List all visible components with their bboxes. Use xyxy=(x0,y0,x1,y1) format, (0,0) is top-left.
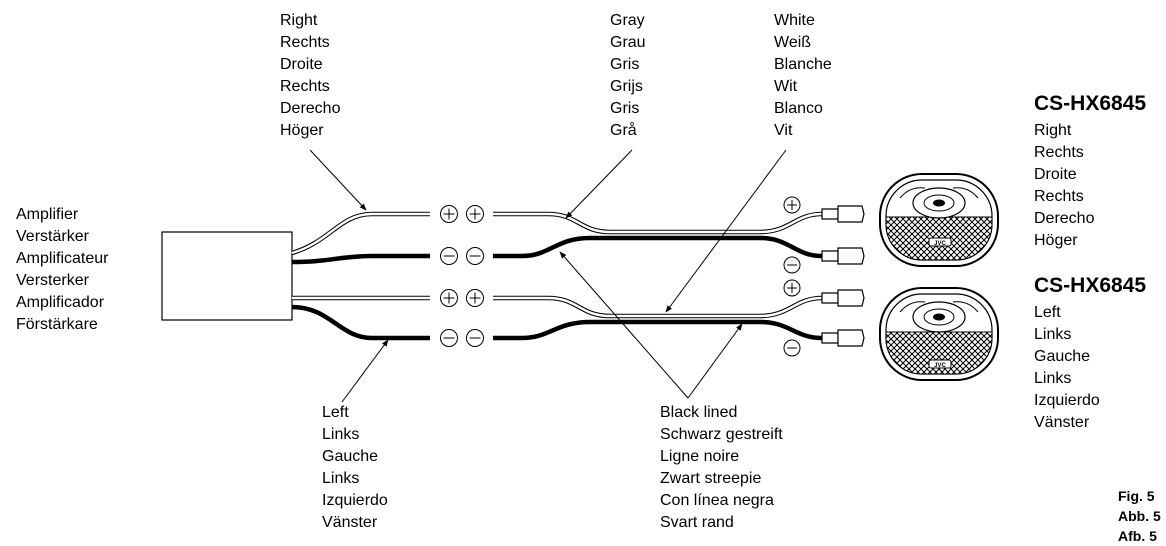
black-lined-callout-line-2 xyxy=(687,323,743,399)
speaker-left-label: Left Links Gauche Links Izquierdo Vänste… xyxy=(1034,304,1100,431)
figure-number: Fig. 5 Abb. 5 Afb. 5 xyxy=(1118,488,1161,544)
spade-connectors xyxy=(821,205,865,347)
speaker-right-model: CS-HX6845 xyxy=(1034,92,1147,115)
polarity-symbols xyxy=(440,205,484,347)
right-channel-label: Right Rechts Droite Rechts Derecho Höger xyxy=(280,12,341,139)
right-callout-line xyxy=(309,149,367,211)
speaker-right-brand-badge: JVC xyxy=(934,241,946,247)
gray-callout-line xyxy=(565,149,633,219)
speaker-right-label: Right Rechts Droite Rechts Derecho Höger xyxy=(1034,122,1095,249)
black-lined-callout-line-1 xyxy=(559,251,689,399)
left-callout-line xyxy=(341,339,389,403)
left-channel-label: Left Links Gauche Links Izquierdo Vänste… xyxy=(322,404,388,531)
speaker-left-model: CS-HX6845 xyxy=(1034,274,1147,297)
callout-leaders xyxy=(309,149,787,403)
black-lined-wire-label: Black lined Schwarz gestreift Ligne noir… xyxy=(660,404,783,531)
amplifier-label: Amplifier Verstärker Amplificateur Verst… xyxy=(16,206,109,333)
gray-wire-label: Gray Grau Gris Grijs Gris Grå xyxy=(610,12,646,139)
speaker-right-illustration xyxy=(879,173,999,267)
amplifier-box xyxy=(161,231,293,321)
speaker-right-wires xyxy=(493,211,823,259)
speaker-left-wires xyxy=(493,295,823,341)
speaker-left-brand-badge: JVC xyxy=(934,363,946,369)
speaker-left-illustration xyxy=(879,287,999,381)
white-wire-label: White Weiß Blanche Wit Blanco Vit xyxy=(774,12,832,139)
amplifier-left-channel-wires xyxy=(291,295,430,341)
speaker-polarity-marks xyxy=(783,196,801,357)
amplifier-right-channel-wires xyxy=(291,211,430,265)
white-callout-line xyxy=(665,149,787,313)
